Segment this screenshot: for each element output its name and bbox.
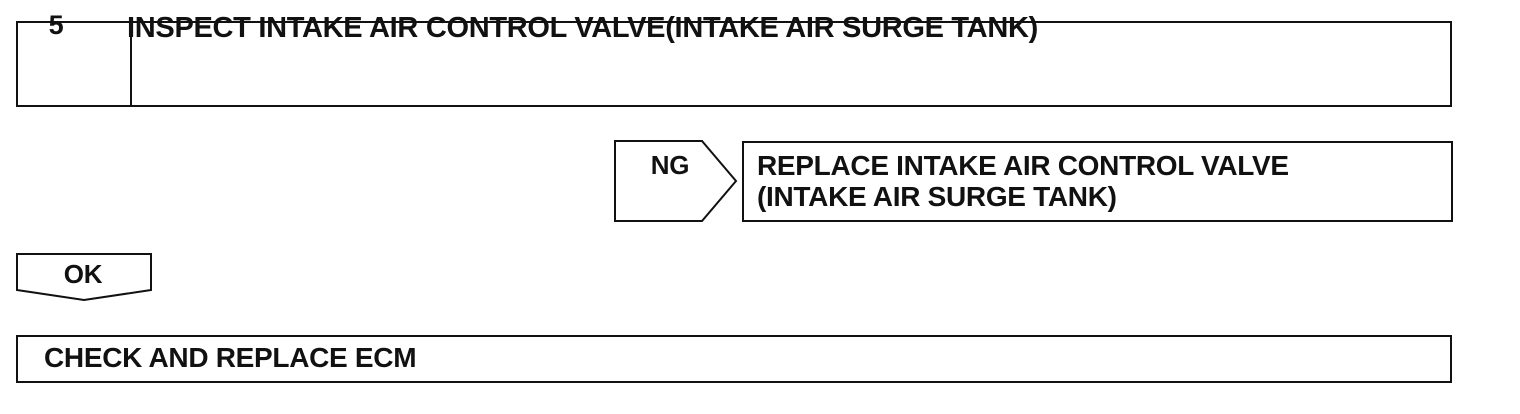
step-box — [16, 21, 1452, 107]
ok-label: OK — [63, 259, 103, 289]
step-title: INSPECT INTAKE AIR CONTROL VALVE(INTAKE … — [127, 12, 1038, 44]
final-step-box — [16, 335, 1452, 383]
step-number: 5 — [48, 10, 64, 40]
ok-arrow-tag — [16, 253, 152, 301]
step-divider — [130, 23, 132, 105]
final-step-label: CHECK AND REPLACE ECM — [44, 342, 417, 373]
ng-arrow-tag — [614, 140, 738, 222]
ng-action-box — [742, 141, 1453, 222]
ng-action-line-2: (INTAKE AIR SURGE TANK) — [757, 181, 1117, 212]
ng-label: NG — [650, 150, 690, 180]
ng-action-line-1: REPLACE INTAKE AIR CONTROL VALVE — [757, 150, 1289, 181]
